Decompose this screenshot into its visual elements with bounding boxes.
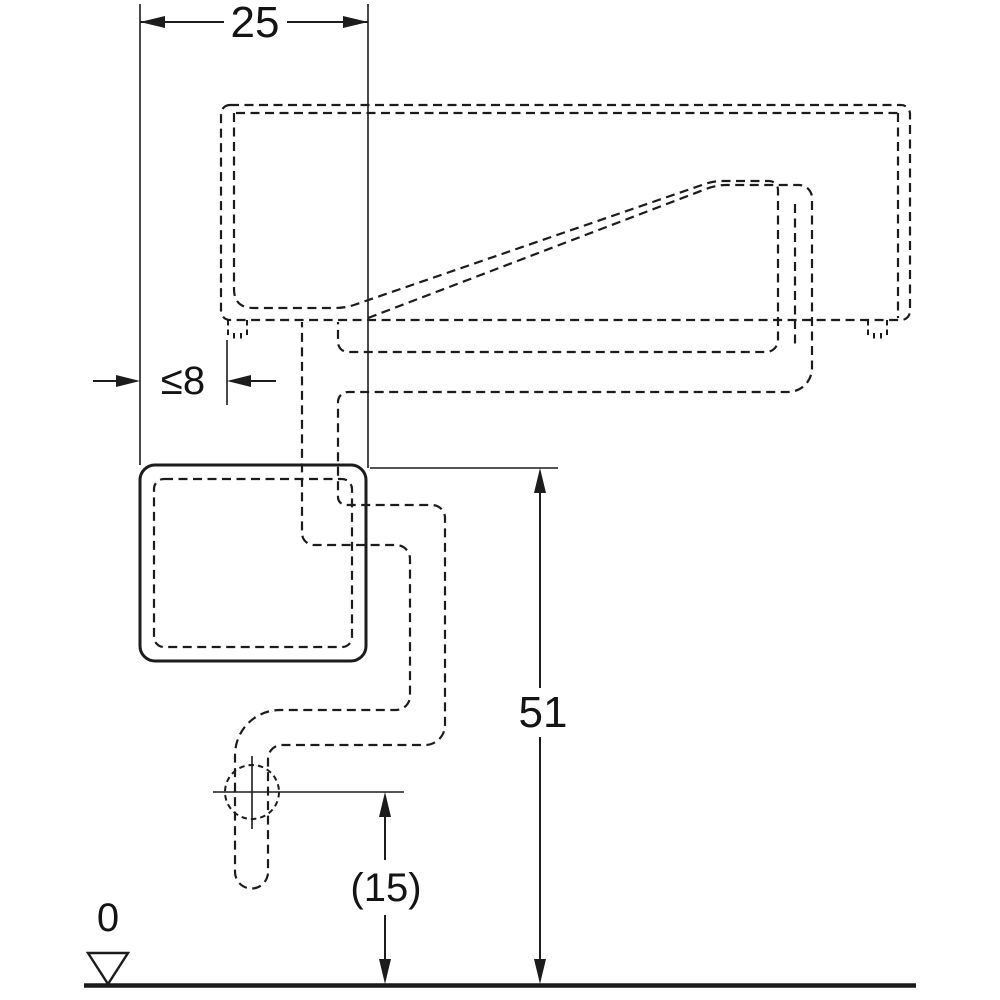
concealed-box [138, 463, 368, 663]
mounting-tab-left [227, 320, 248, 341]
concealed-box-outline [138, 463, 368, 663]
dim-height-51: 51 [370, 467, 568, 984]
dim-offset-8: ≤8 [93, 340, 276, 405]
dim-51-label: 51 [519, 688, 568, 737]
basin-bowl-and-inlet-inner-line [232, 113, 780, 354]
datum-triangle-icon [85, 951, 131, 987]
dim-15-label: (15) [350, 866, 421, 910]
dim-trap-15: (15) [213, 791, 422, 984]
arrowhead-left [116, 375, 140, 387]
dim-width-25: 25 [139, 0, 369, 468]
dim-8-label: ≤8 [161, 359, 205, 403]
datum-label: 0 [97, 896, 119, 940]
arrowhead-top [379, 792, 391, 817]
mounting-tab-right [867, 320, 888, 341]
drain-pipe-run [233, 183, 814, 890]
datum: 0 [84, 896, 916, 988]
basin-body-outline [219, 103, 912, 322]
arrowhead-bottom [379, 959, 391, 984]
arrowhead-left [140, 16, 165, 28]
washbasin [219, 103, 912, 354]
dim-25-label: 25 [231, 0, 280, 47]
arrowhead-right [227, 375, 251, 387]
concealed-box-inner-outline [152, 477, 354, 649]
arrowhead-bottom [534, 959, 546, 984]
arrowhead-top [534, 468, 546, 493]
arrowhead-right [343, 16, 368, 28]
drain-piping [224, 183, 814, 890]
